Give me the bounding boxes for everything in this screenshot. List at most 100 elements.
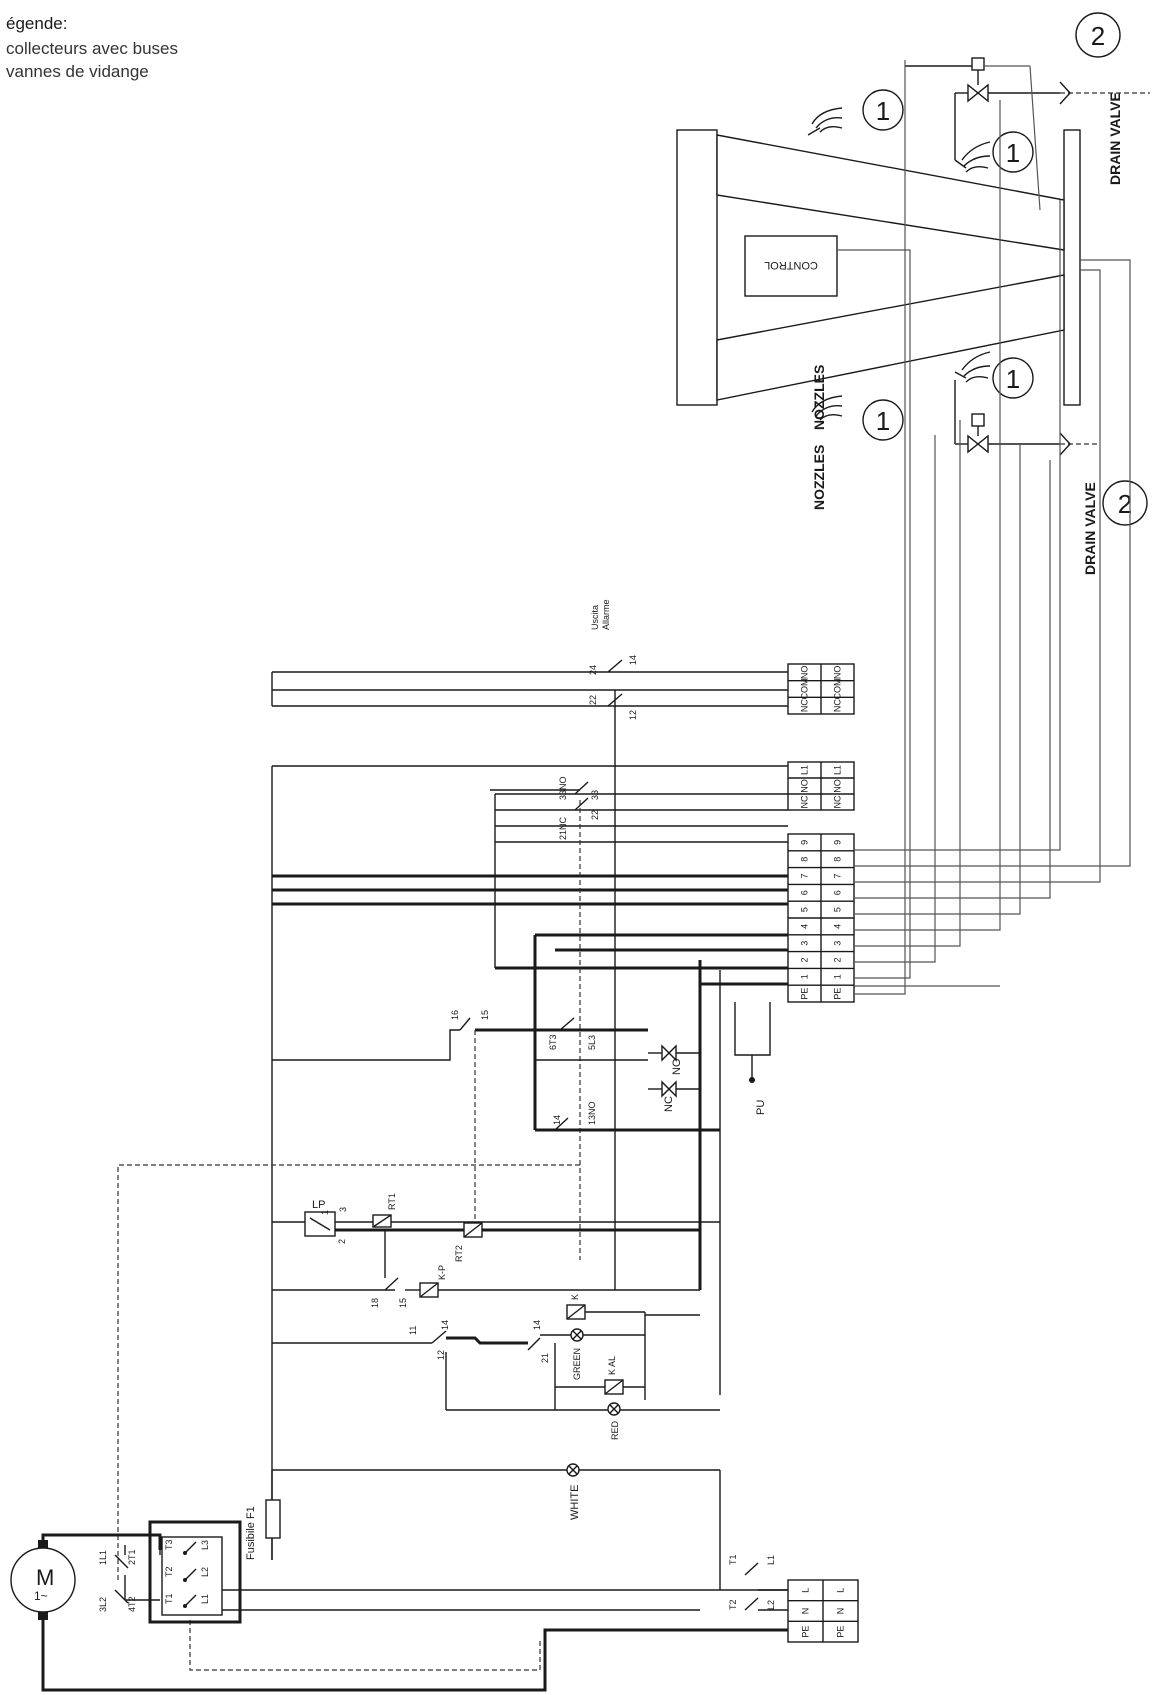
terminal-cell-label: L1 [833, 765, 843, 775]
spray-nozzle-icon [954, 351, 991, 383]
drain-valve-label-bottom: DRAIN VALVE [1082, 482, 1098, 575]
terminal-cell-label: 6 [800, 890, 810, 895]
wire-num: 18 [370, 1298, 380, 1308]
wire-num: 14 [532, 1320, 542, 1330]
terminal-cell-label: 3 [800, 941, 810, 946]
spray-nozzle-icon [807, 107, 843, 136]
terminal-cell-label: 4 [800, 924, 810, 929]
terminal-cell-label: 2 [800, 957, 810, 962]
green-lamp-icon [570, 1328, 584, 1342]
svg-text:2: 2 [1118, 489, 1132, 519]
k-label: K [570, 1294, 580, 1300]
red-label: RED [610, 1420, 620, 1440]
white-lamp-icon [566, 1463, 580, 1477]
wire-num: 13NO [587, 1101, 597, 1125]
terminal-cell-label: L [836, 1588, 846, 1593]
terminal-cell-label: L [801, 1588, 811, 1593]
wire-num: 14 [440, 1320, 450, 1330]
humidifier-unit: CONTROL 1 1 1 [676, 12, 1150, 575]
wire-num: 22 [588, 695, 598, 705]
terminal-cell-label: L1 [800, 765, 810, 775]
wire-num: T3 [164, 1539, 174, 1550]
terminal-cell-label: NO [800, 779, 810, 793]
wire-num: L1 [766, 1555, 776, 1565]
kp-label: K-P [437, 1265, 447, 1280]
alarm-contact-no [607, 659, 623, 673]
wire-num: 3L2 [98, 1597, 108, 1612]
alarm-output-label-2: Allarme [601, 599, 611, 630]
wire-num: T2 [164, 1566, 174, 1577]
wire-num: 12 [436, 1350, 446, 1360]
wire-num: 33NO [558, 776, 568, 800]
svg-text:1: 1 [876, 406, 890, 436]
red-lamp-icon [607, 1402, 621, 1416]
wire-num: 12 [628, 710, 638, 720]
svg-text:2: 2 [1091, 21, 1105, 51]
wire-num: 14 [552, 1115, 562, 1125]
spray-nozzle-icon [811, 395, 843, 421]
solenoid-valve-nc-icon [648, 1080, 700, 1098]
contactor-enclosure [148, 1520, 242, 1624]
callout-1-lower-right: 1 [992, 357, 1034, 399]
terminal-cell-label: 5 [800, 907, 810, 912]
wire-num: L1 [200, 1594, 210, 1604]
wire-num: 15 [398, 1298, 408, 1308]
wire-num: T1 [728, 1554, 738, 1565]
legend-item-drain: vannes de vidange [6, 62, 149, 81]
terminal-cell-label: 6 [833, 890, 843, 895]
fuse-label: Fusibile F1 [245, 1506, 257, 1560]
nozzles-label-2: NOZZLES [811, 365, 827, 430]
wire-num: 1L1 [98, 1550, 108, 1565]
motor-contactor [161, 1536, 223, 1616]
wire-num: L3 [200, 1540, 210, 1550]
pu-label: PU [755, 1100, 767, 1115]
rt1-label: RT1 [387, 1193, 397, 1210]
terminal-cell-label: PE [836, 1626, 846, 1638]
control-label: CONTROL [764, 259, 818, 271]
wire-num: 33 [590, 790, 600, 800]
wire-num: 11 [408, 1326, 418, 1335]
wire-num: 15 [480, 1010, 490, 1020]
power-circuit: M 1~ 1L1 2T1 3L2 4T2 T3 T2 T1 L3 L2 L1 F… [10, 1470, 788, 1692]
wire-num: 21 [540, 1353, 550, 1363]
terminal-cell-label: NO [800, 666, 810, 680]
wire-num: T2 [728, 1599, 738, 1610]
terminal-cell-label: 7 [800, 873, 810, 878]
wire-num: L2 [200, 1567, 210, 1577]
wire-num: T1 [164, 1593, 174, 1604]
wire-num: 24 [588, 665, 598, 675]
terminal-cell-label: NC [833, 699, 843, 712]
terminal-cell-label: N [836, 1608, 846, 1615]
callout-1-upper-right: 1 [992, 131, 1034, 173]
fuse-f1 [265, 1499, 281, 1539]
pressure-switch-node [749, 1077, 755, 1083]
green-label: GREEN [572, 1348, 582, 1380]
legend-title: égende: [6, 14, 68, 33]
callout-1-bottom: 1 [862, 399, 904, 441]
terminal-cell-label: 7 [833, 873, 843, 878]
wire-num: 3 [338, 1207, 348, 1212]
rt2-label: RT2 [454, 1245, 464, 1262]
wire-num: 22 [590, 810, 600, 820]
nozzles-label-1: NOZZLES [811, 445, 827, 510]
drain-valve-icon [954, 57, 1150, 160]
wire-num: 1 [320, 1210, 330, 1215]
nozzle-collector-upper [716, 134, 1065, 251]
terminal-cell-label: PE [833, 988, 843, 1000]
terminal-cell-label: NO [833, 779, 843, 793]
terminal-cell-label: COM [833, 679, 843, 700]
svg-text:1: 1 [876, 96, 890, 126]
terminal-cell-label: 5 [833, 907, 843, 912]
wire-num: 6T3 [548, 1034, 558, 1050]
svg-text:1: 1 [1006, 138, 1020, 168]
kal-label: K AL [607, 1356, 617, 1375]
valve-nc-label: NC [663, 1096, 675, 1112]
alarm-output-label-1: Uscita [590, 605, 600, 630]
wire-num: 16 [450, 1010, 460, 1020]
terminal-cell-label: N [801, 1608, 811, 1615]
valve-no-label: NO [671, 1058, 683, 1075]
